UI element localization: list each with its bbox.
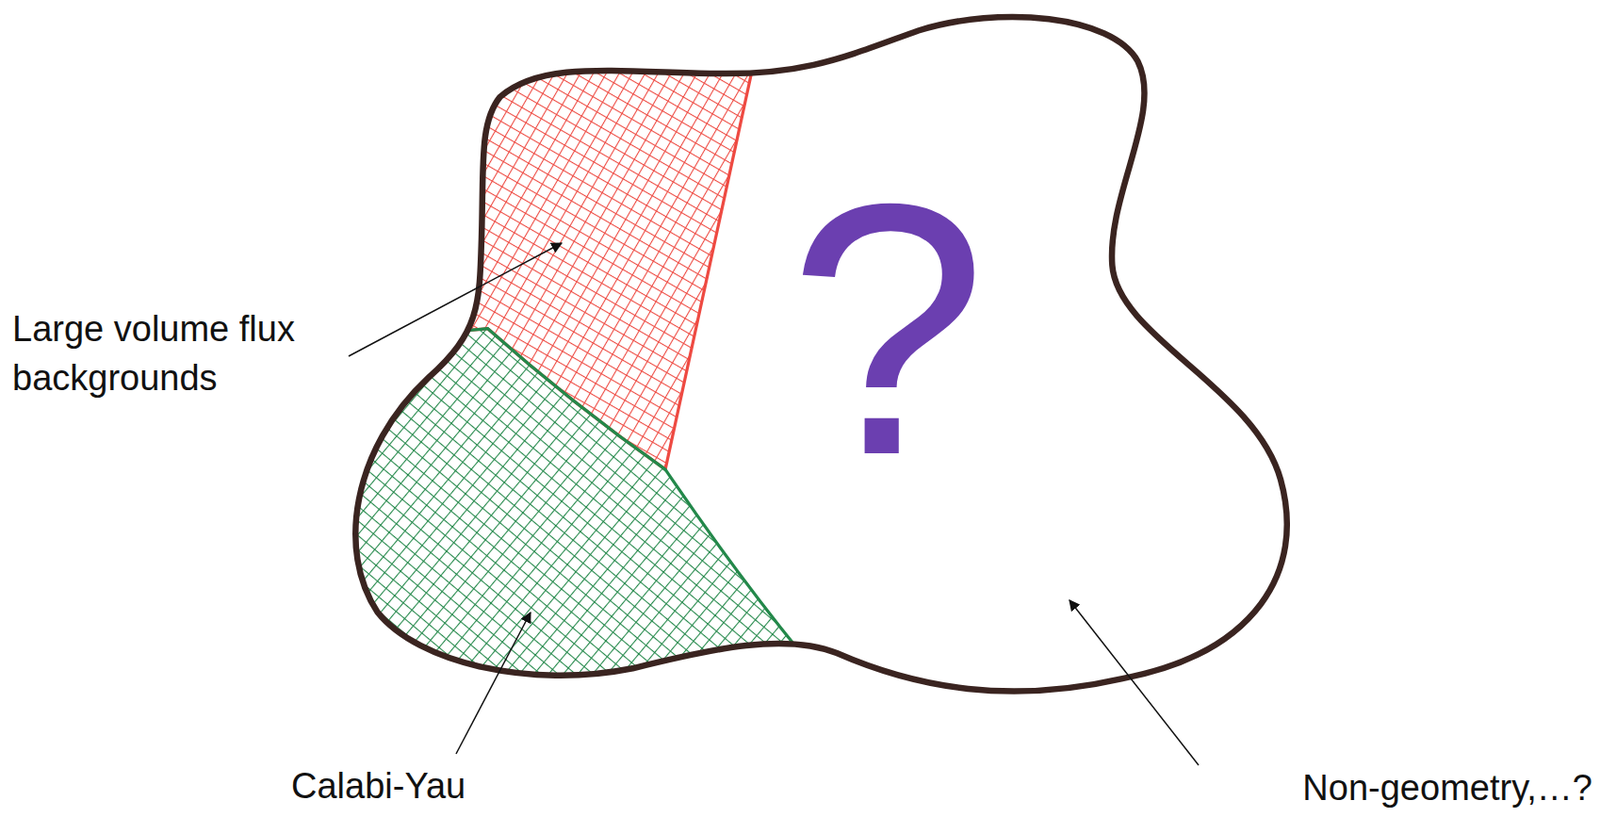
region-label: Non-geometry,…? bbox=[1302, 767, 1593, 809]
leader-line bbox=[348, 243, 562, 357]
leader-line bbox=[1069, 600, 1199, 766]
leader-line bbox=[456, 612, 531, 754]
calabi-yau-region bbox=[306, 328, 801, 817]
region-label: Calabi-Yau bbox=[291, 765, 466, 807]
landscape-outline bbox=[355, 16, 1287, 692]
question-mark: ? bbox=[787, 150, 987, 509]
region-label: Large volume flux backgrounds bbox=[12, 304, 352, 403]
hatched-regions bbox=[306, 0, 801, 817]
